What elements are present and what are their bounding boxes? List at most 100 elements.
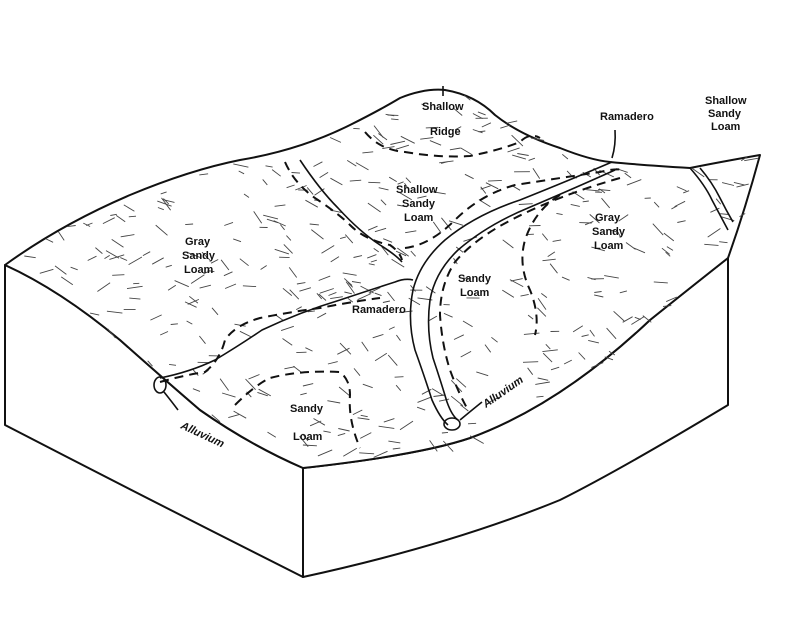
- hatch-stroke: [736, 183, 749, 188]
- label-ssl-center-1: Shallow: [396, 184, 438, 196]
- hatch-stroke: [157, 207, 164, 211]
- hatch-stroke: [421, 103, 429, 108]
- hatch-stroke: [359, 452, 375, 455]
- tributary-channel: [159, 278, 414, 379]
- hatch-stroke: [535, 381, 550, 385]
- ssl-center-boundary-right: [404, 168, 626, 249]
- hatch-stroke: [631, 316, 645, 325]
- hatch-stroke: [186, 320, 193, 325]
- hatch-stroke: [400, 135, 415, 144]
- hatch-stroke: [343, 447, 358, 457]
- hatch-stroke: [83, 222, 91, 227]
- hatch-stroke: [305, 347, 313, 352]
- hatch-stroke: [170, 323, 178, 325]
- hatch-stroke: [460, 404, 469, 412]
- hatch-stroke: [425, 286, 436, 294]
- hatch-stroke: [740, 156, 748, 162]
- hatch-stroke: [485, 182, 499, 190]
- hatch-stroke: [541, 293, 548, 298]
- hatch-stroke: [652, 223, 664, 236]
- hatch-stroke: [238, 170, 245, 175]
- hatch-stroke: [397, 181, 404, 185]
- hatch-stroke: [211, 414, 221, 423]
- hatch-stroke: [691, 167, 705, 178]
- hatch-stroke: [313, 161, 323, 167]
- hatch-stroke: [589, 329, 595, 337]
- hatch-stroke: [95, 247, 103, 254]
- hatch-stroke: [674, 200, 686, 208]
- hatch-stroke: [323, 430, 331, 433]
- hatch-stroke: [39, 268, 54, 274]
- hatch-stroke: [191, 368, 199, 376]
- hatch-stroke: [223, 271, 233, 277]
- hatch-stroke: [392, 447, 401, 450]
- hatch-stroke: [598, 188, 606, 194]
- hatch-stroke: [199, 173, 209, 176]
- hatch-stroke: [150, 314, 162, 321]
- hatch-stroke: [676, 186, 687, 192]
- hatch-stroke: [343, 278, 353, 286]
- hatch-stroke: [566, 170, 572, 176]
- hatch-stroke: [536, 395, 544, 398]
- hatch-stroke: [220, 259, 230, 271]
- hatch-stroke: [362, 383, 373, 389]
- ssl-center-boundary-left: [284, 161, 403, 261]
- hatch-stroke: [545, 343, 551, 350]
- hatch-stroke: [258, 388, 272, 397]
- hatch-stroke: [510, 278, 523, 282]
- hatch-stroke: [367, 202, 381, 213]
- hatch-stroke: [338, 386, 351, 397]
- hatch-stroke: [90, 312, 100, 316]
- hatch-stroke: [362, 151, 374, 154]
- hatch-stroke: [233, 238, 242, 243]
- hatch-stroke: [352, 409, 363, 416]
- hatch-stroke: [387, 354, 398, 366]
- hatch-stroke: [337, 347, 350, 355]
- hatch-stroke: [295, 185, 307, 191]
- hatch-stroke: [327, 361, 338, 365]
- hatch-stroke: [253, 211, 263, 224]
- hatch-stroke: [302, 433, 309, 442]
- hatch-stroke: [373, 125, 384, 138]
- hatch-stroke: [60, 276, 74, 286]
- hatch-stroke: [618, 214, 629, 222]
- hatch-stroke: [733, 181, 745, 186]
- hatch-stroke: [361, 341, 369, 352]
- hatch-stroke: [353, 368, 361, 376]
- hatch-stroke: [390, 140, 406, 145]
- hatch-stroke: [586, 189, 600, 192]
- hatch-stroke: [562, 153, 569, 160]
- right-gully-bank: [699, 167, 734, 223]
- hatch-stroke: [460, 147, 473, 155]
- label-gsl-right-2: Sandy: [592, 226, 626, 238]
- hatch-stroke: [739, 213, 746, 217]
- hatch-stroke: [309, 420, 322, 427]
- hatch-stroke: [397, 204, 408, 208]
- hatch-stroke: [201, 251, 211, 261]
- hatch-stroke: [347, 282, 354, 288]
- hatch-stroke: [317, 449, 333, 457]
- hatch-stroke: [210, 259, 219, 264]
- hatch-stroke: [666, 246, 674, 251]
- hatch-stroke: [489, 396, 500, 403]
- hatch-stroke: [512, 185, 521, 191]
- hatch-stroke: [189, 295, 199, 304]
- hatch-stroke: [319, 288, 334, 294]
- hatch-stroke: [262, 179, 268, 186]
- hatch-stroke: [671, 205, 678, 210]
- hatch-stroke: [448, 220, 464, 226]
- hatch-stroke: [293, 365, 302, 373]
- hatch-stroke: [578, 352, 586, 360]
- hatch-stroke: [330, 177, 343, 186]
- label-ssl-right-2: Sandy: [708, 108, 742, 120]
- hatch-stroke: [472, 129, 483, 134]
- hatch-stroke: [353, 255, 363, 258]
- hatch-stroke: [395, 384, 402, 391]
- hatch-stroke: [344, 234, 354, 244]
- alluvium-right-pointer: [459, 401, 483, 421]
- hatch-stroke: [396, 334, 401, 341]
- hatch-stroke: [582, 200, 589, 203]
- hatch-stroke: [273, 220, 286, 227]
- hatch-stroke: [243, 193, 250, 198]
- hatch-stroke: [506, 120, 518, 124]
